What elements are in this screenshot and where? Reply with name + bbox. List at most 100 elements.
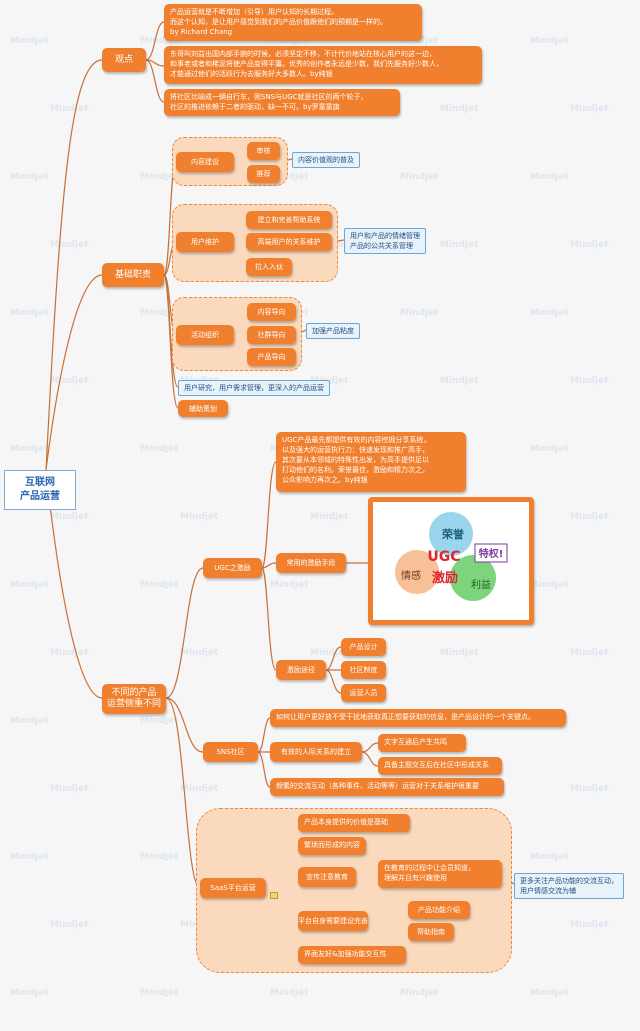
watermark-text: Mindjet [180, 784, 219, 794]
root-title-line2: 产品运营 [20, 491, 60, 502]
watermark-text: Mindjet [530, 988, 569, 998]
topic-relation-node[interactable]: 具备主题交互后在社区中形成关系 [378, 757, 502, 775]
watermark-text: Mindjet [140, 852, 179, 862]
sns-community-node[interactable]: SNS社区 [203, 742, 258, 762]
watermark-text: Mindjet [10, 36, 49, 46]
watermark-text: Mindjet [440, 104, 479, 114]
basic-duties-node[interactable]: 基础职责 [102, 263, 164, 287]
education-detail-node[interactable]: 在教育的过程中让会员知道， 理解并且有兴趣使用 [378, 860, 502, 888]
community-rules-node[interactable]: 社区制度 [341, 661, 386, 679]
watermark-text: Mindjet [440, 648, 479, 658]
watermark-text: Mindjet [570, 104, 609, 114]
watermark-text: Mindjet [310, 512, 349, 522]
watermark-text: Mindjet [50, 648, 89, 658]
watermark-text: Mindjet [270, 988, 309, 998]
different-focus-node[interactable]: 不同的产品 运营侧重不同 [102, 684, 166, 714]
watermark-text: Mindjet [140, 716, 179, 726]
viewpoint-node[interactable]: 观点 [102, 48, 146, 72]
incentive-label: 激励 [432, 570, 458, 586]
watermark-text: Mindjet [530, 852, 569, 862]
user-emotion-note: 用户和产品的情绪管理 产品的公共关系管理 [344, 228, 426, 254]
ugc-incentive-node[interactable]: UGC之激励 [203, 558, 262, 578]
privilege-badge [474, 543, 508, 563]
product-design-node[interactable]: 产品设计 [341, 638, 386, 656]
attachment-icon [270, 892, 278, 899]
watermark-text: Mindjet [50, 240, 89, 250]
root-node[interactable]: 互联网 产品运营 [4, 470, 76, 510]
incentive-channel-node[interactable]: 激励途径 [276, 660, 326, 680]
watermark-text: Mindjet [50, 376, 89, 386]
incentive-means-node[interactable]: 常用的激励手段 [276, 553, 346, 573]
watermark-text: Mindjet [570, 512, 609, 522]
watermark-text: Mindjet [570, 648, 609, 658]
activity-organize-node[interactable]: 活动组织 [176, 325, 234, 345]
user-maintenance-node[interactable]: 用户维护 [176, 232, 234, 252]
vip-relation-node[interactable]: 高端用户的关系维护 [246, 233, 332, 251]
platform-build-node[interactable]: 平台自身需要建设完善 [298, 911, 368, 931]
watermark-text: Mindjet [270, 172, 309, 182]
honor-label: 荣誉 [441, 527, 465, 541]
watermark-text: Mindjet [400, 36, 439, 46]
watermark-text: Mindjet [270, 580, 309, 590]
text-resonance-node[interactable]: 文字互通后产生共鸣 [378, 734, 466, 752]
trivial-content-node[interactable]: 繁琐而形成的内容 [298, 837, 366, 855]
emotion-label: 情感 [401, 569, 421, 582]
watermark-text: Mindjet [10, 444, 49, 454]
watermark-text: Mindjet [140, 172, 179, 182]
content-oriented-node[interactable]: 内容导向 [247, 303, 296, 321]
watermark-text: Mindjet [530, 308, 569, 318]
watermark-text: Mindjet [10, 172, 49, 182]
recommend-node[interactable]: 推荐 [247, 165, 280, 183]
watermark-text: Mindjet [10, 716, 49, 726]
watermark-text: Mindjet [180, 512, 219, 522]
watermark-text: Mindjet [530, 36, 569, 46]
friendly-interface-node[interactable]: 界面友好&加强功能交互性 [298, 946, 406, 964]
watermark-text: Mindjet [310, 648, 349, 658]
watermark-text: Mindjet [140, 580, 179, 590]
sns-core-text[interactable]: 如何让用户更好放不受干扰地获取真正想要获取的信息，是产品设计的一个关键点。 [270, 709, 566, 727]
quote-richard-chang[interactable]: 产品运营就是不断增加（引导）用户认知的长期过程。 而这个认知，是让用户感觉到我们… [164, 4, 422, 41]
saas-focus-note: 更多关注产品功能的交流互动， 用户情感交流为辅 [514, 873, 624, 899]
operators-node[interactable]: 运营人员 [341, 684, 386, 702]
assist-planning-node[interactable]: 辅助策划 [178, 400, 228, 417]
incentive-bubbles: 荣誉 情感 利益 UGC 激励 特权! [395, 512, 508, 601]
watermark-text: Mindjet [400, 988, 439, 998]
product-value-node[interactable]: 产品本身提供的价值是基础 [298, 814, 410, 832]
watermark-text: Mindjet [140, 444, 179, 454]
review-node[interactable]: 审核 [247, 142, 280, 160]
content-building-node[interactable]: 内容建设 [176, 152, 234, 172]
watermark-text: Mindjet [50, 512, 89, 522]
quote-chunyin[interactable]: 东哥叫刘益出国内部手腕的时候，必须坚定不移，不计代价地站在核心用户的这一边， 和… [164, 46, 482, 84]
user-research-note: 用户研究，用户需求管理，更深入的产品运营 [178, 380, 330, 396]
watermark-text: Mindjet [530, 580, 569, 590]
watermark-text: Mindjet [50, 784, 89, 794]
help-guide-node[interactable]: 帮助指南 [408, 923, 454, 941]
promotion-education-node[interactable]: 宣传注意教育 [298, 867, 356, 887]
watermark-text: Mindjet [400, 172, 439, 182]
watermark-text: Mindjet [440, 376, 479, 386]
watermark-text: Mindjet [570, 784, 609, 794]
watermark-text: Mindjet [10, 308, 49, 318]
quote-community-bicycle[interactable]: 将社区比喻成一辆自行车，则SNS与UGC就是社区的两个轮子， 社区的推进依赖于二… [164, 89, 400, 116]
watermark-text: Mindjet [530, 444, 569, 454]
ugc-label: UGC [427, 549, 460, 565]
frequent-interaction-node[interactable]: 频繁的交流互动（各种事件、活动等等）运营对于关系维护很重要 [270, 778, 504, 796]
watermark-text: Mindjet [50, 104, 89, 114]
content-values-note: 内容价值观的普及 [292, 152, 360, 168]
honor-bubble [429, 512, 473, 556]
relation-build-node[interactable]: 有效的人际关系的建立 [270, 742, 362, 762]
benefit-label: 利益 [471, 578, 491, 591]
stickiness-note: 加强产品粘度 [306, 323, 360, 339]
watermark-text: Mindjet [140, 308, 179, 318]
product-oriented-node[interactable]: 产品导向 [247, 348, 296, 366]
ugc-intro-text[interactable]: UGC产品最先都提供有效的内容挖掘分享系统， 以及强大的运营执行力：快速发现和推… [276, 432, 466, 492]
saas-platform-node[interactable]: SaaS平台运营 [200, 878, 266, 898]
help-system-node[interactable]: 建立和完善帮助系统 [246, 211, 332, 229]
watermark-text: Mindjet [440, 240, 479, 250]
watermark-text: Mindjet [570, 376, 609, 386]
invite-users-node[interactable]: 拉人入伙 [246, 258, 292, 276]
feature-intro-node[interactable]: 产品功能介绍 [408, 901, 470, 919]
community-oriented-node[interactable]: 社群导向 [247, 326, 296, 344]
watermark-text: Mindjet [180, 648, 219, 658]
